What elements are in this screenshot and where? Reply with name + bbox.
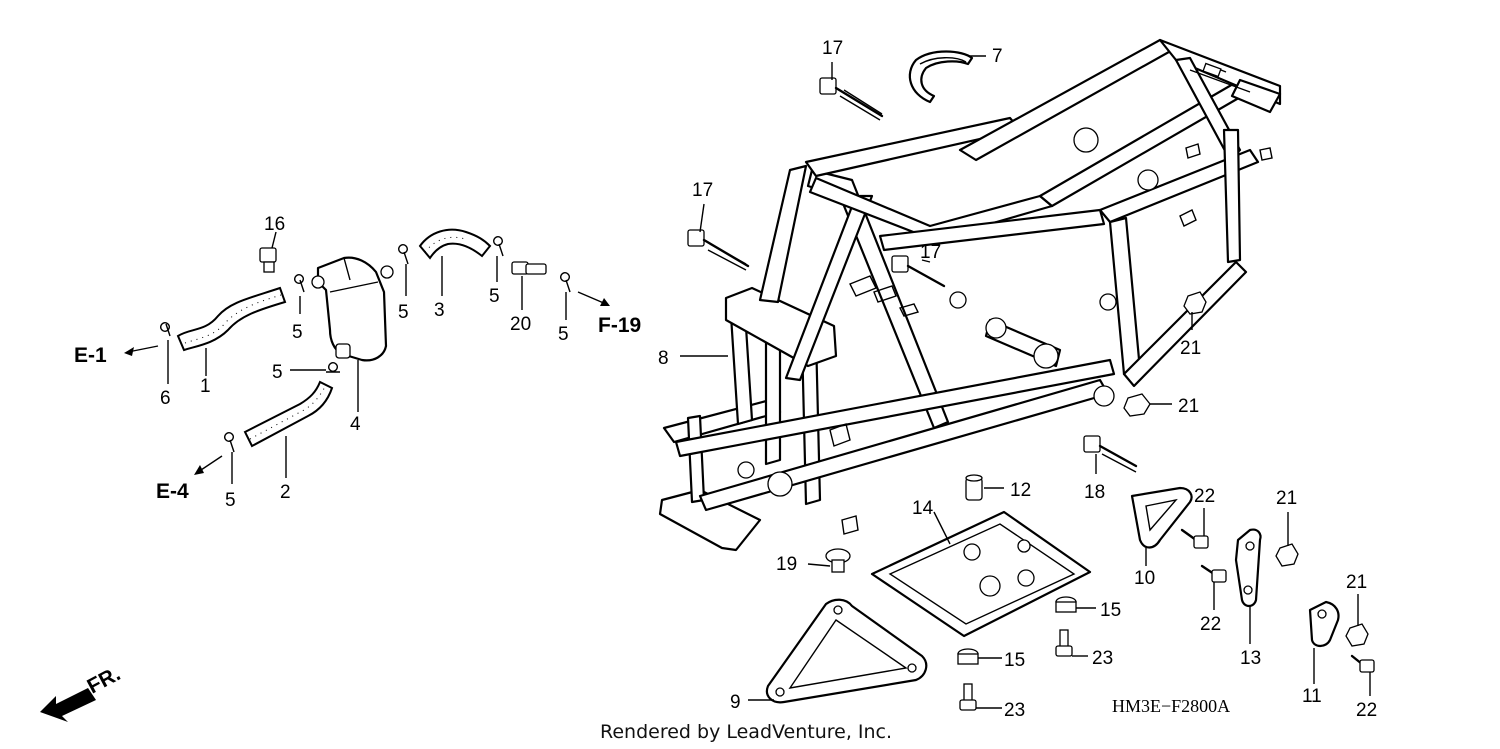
callout-12: 12 <box>1010 480 1031 501</box>
tank-inlet <box>311 275 325 289</box>
callout-22a: 22 <box>1194 486 1215 507</box>
bolt-17-middle[interactable] <box>687 229 750 271</box>
render-credit: Rendered by LeadVenture, Inc. <box>600 721 892 743</box>
callout-15a: 15 <box>1100 600 1121 621</box>
clamp-5f <box>223 431 235 453</box>
callout-17a: 17 <box>822 38 843 59</box>
callout-4: 4 <box>350 414 361 435</box>
reserve-tank[interactable] <box>316 256 388 362</box>
bolt-17-lower[interactable] <box>891 255 946 288</box>
diagram-code: HM3E−F2800A <box>1112 696 1230 716</box>
callout-21a: 21 <box>1180 338 1201 359</box>
nuts-21 <box>1123 291 1369 647</box>
main-frame[interactable] <box>658 38 1282 552</box>
callout-22c: 22 <box>1356 700 1377 721</box>
collars-15 <box>957 596 1077 665</box>
clamp-5b <box>397 243 409 265</box>
clamp-5d <box>559 271 571 293</box>
hose-2[interactable] <box>243 380 334 448</box>
callout-21b: 21 <box>1178 396 1199 417</box>
callout-14: 14 <box>912 498 934 519</box>
right-leaders <box>680 55 1371 709</box>
brace-9[interactable] <box>765 598 928 704</box>
nut-21c <box>1275 543 1299 567</box>
callout-5a: 5 <box>292 322 303 343</box>
bolt-17-top[interactable] <box>819 77 884 121</box>
callout-3: 3 <box>434 300 445 321</box>
callout-10: 10 <box>1134 568 1155 589</box>
callout-20: 20 <box>510 314 531 335</box>
tank-outlet <box>335 343 351 359</box>
callout-16: 16 <box>264 214 285 235</box>
reference-arrows <box>124 291 610 475</box>
ref-e1: E-1 <box>74 344 107 367</box>
breather-assembly <box>124 228 610 484</box>
clamp-5e <box>326 361 340 373</box>
cap-12[interactable] <box>965 474 983 501</box>
clamp-5a <box>293 273 305 293</box>
callout-5c: 5 <box>489 286 500 307</box>
tank-fitting <box>380 265 394 279</box>
bolts-23 <box>959 629 1073 711</box>
callout-9: 9 <box>730 692 741 713</box>
nut-21b <box>1123 393 1151 417</box>
bolts-22 <box>1180 528 1375 673</box>
callout-6: 6 <box>160 388 171 409</box>
callout-23a: 23 <box>1092 648 1113 669</box>
callout-1: 1 <box>200 376 211 397</box>
cap-19[interactable] <box>825 548 851 573</box>
callout-21d: 21 <box>1346 572 1367 593</box>
ref-e4: E-4 <box>156 480 189 503</box>
callout-5b: 5 <box>398 302 409 323</box>
bolt-16[interactable] <box>259 247 277 273</box>
band-7[interactable] <box>908 50 974 104</box>
skid-plate-14[interactable] <box>870 510 1092 638</box>
hose-3[interactable] <box>418 228 492 260</box>
callout-23b: 23 <box>1004 700 1025 721</box>
callout-17c: 17 <box>920 242 941 263</box>
front-direction-arrow <box>40 688 96 722</box>
nut-21a <box>1183 291 1207 315</box>
callout-7: 7 <box>992 46 1003 67</box>
ref-f19: F-19 <box>598 314 641 337</box>
callout-8: 8 <box>658 348 669 369</box>
hose-1[interactable] <box>176 286 287 352</box>
callout-numbers: 1 2 3 4 5 5 5 5 5 5 6 16 20 17 7 17 17 8… <box>160 38 1377 721</box>
callout-21c: 21 <box>1276 488 1297 509</box>
callout-5f: 5 <box>225 490 236 511</box>
callout-15b: 15 <box>1004 650 1025 671</box>
clamp-6 <box>159 321 171 337</box>
clamp-5c <box>492 235 504 257</box>
left-leaders <box>167 231 567 484</box>
callout-13: 13 <box>1240 648 1261 669</box>
callout-11: 11 <box>1302 686 1322 707</box>
callout-17b: 17 <box>692 180 713 201</box>
reference-labels: E-1 E-4 F-19 FR. <box>74 314 641 698</box>
bracket-13[interactable] <box>1234 528 1262 608</box>
callout-18: 18 <box>1084 482 1105 503</box>
bolt-18[interactable] <box>1083 435 1138 473</box>
bracket-11[interactable] <box>1308 600 1340 648</box>
nut-21d <box>1345 623 1369 647</box>
callout-2: 2 <box>280 482 291 503</box>
bracket-10[interactable] <box>1130 486 1193 549</box>
callout-19: 19 <box>776 554 797 575</box>
callout-5d: 5 <box>558 324 569 345</box>
callout-5e: 5 <box>272 362 283 383</box>
clamps <box>159 235 571 453</box>
joint-20[interactable] <box>511 261 547 275</box>
callout-22b: 22 <box>1200 614 1221 635</box>
